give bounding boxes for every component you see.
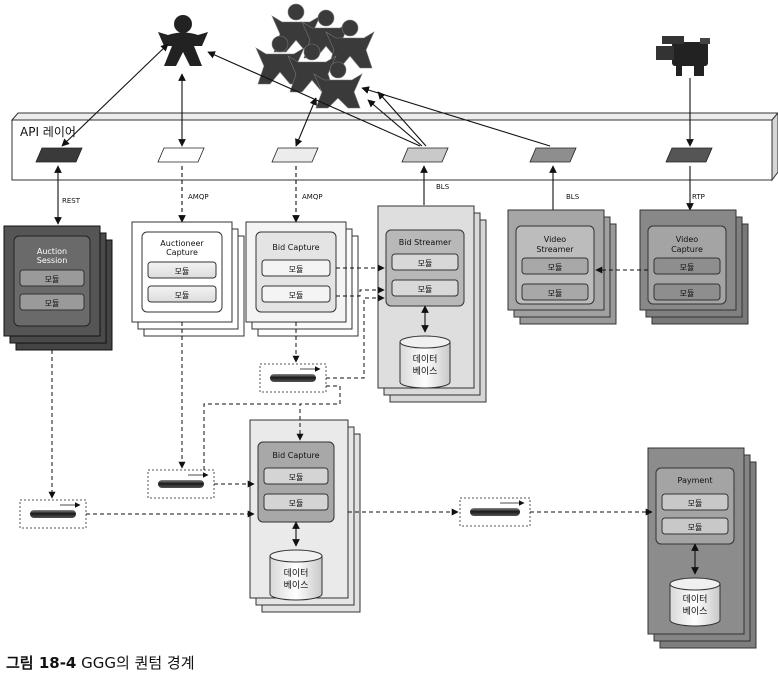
service-name: Bid Streamer	[399, 238, 452, 247]
label-bls-2: BLS	[566, 193, 580, 201]
module-box	[521, 257, 589, 275]
protocol-labels: REST AMQP AMQP BLS BLS RTP	[62, 183, 705, 205]
label-amqp-1: AMQP	[188, 193, 209, 201]
module-box	[263, 493, 329, 511]
service-name: Video	[676, 235, 699, 244]
endpoint-rest	[35, 147, 83, 163]
endpoint-amqp-1	[157, 147, 205, 163]
service-name: Payment	[677, 476, 712, 485]
endpoint-bls-2	[529, 147, 577, 163]
module-label: 모듈	[175, 291, 190, 300]
module-box	[391, 253, 459, 271]
module-box	[147, 261, 217, 279]
figure-number: 그림 18-4	[6, 654, 77, 672]
endpoint-amqp-2	[271, 147, 319, 163]
module-label: 모듈	[548, 289, 563, 298]
module-label: 모듈	[45, 275, 60, 284]
database-icon	[399, 335, 451, 389]
label-amqp-2: AMQP	[302, 193, 323, 201]
module-label: 모듈	[289, 473, 304, 482]
module-label: 모듈	[688, 523, 703, 532]
figure-title: GGG의 퀀텀 경계	[76, 654, 195, 672]
figure-caption: 그림 18-4 GGG의 퀀텀 경계	[6, 652, 195, 673]
module-label: 모듈	[418, 285, 433, 294]
api-layer-label: API 레이어	[20, 125, 76, 139]
label-rest: REST	[62, 197, 81, 205]
module-label: 모듈	[45, 299, 60, 308]
endpoint-rtp	[665, 147, 713, 163]
module-label: 모듈	[688, 499, 703, 508]
module-label: 모듈	[680, 263, 695, 272]
service-auctioneer-capture: Auctioneer Capture 모듈 모듈	[131, 221, 245, 337]
module-box	[653, 283, 721, 301]
module-label: 모듈	[548, 263, 563, 272]
service-name-line2: Session	[37, 256, 68, 265]
database-icon	[669, 577, 721, 627]
video-camera-icon	[656, 36, 710, 76]
service-name: Auctioneer	[160, 239, 204, 248]
service-name: Bid Capture	[272, 243, 319, 252]
module-box	[661, 517, 729, 535]
module-box	[653, 257, 721, 275]
label-bls-1: BLS	[436, 183, 450, 191]
database-icon	[269, 549, 323, 601]
module-label: 모듈	[289, 265, 304, 274]
module-box	[19, 293, 85, 311]
api-endpoints	[35, 147, 713, 163]
module-box	[261, 259, 331, 277]
service-payment: Payment 모듈 모듈 데이터 베이스	[647, 447, 757, 649]
service-name-line2: Streamer	[536, 245, 574, 254]
service-bid-capture-bottom: Bid Capture 모듈 모듈 데이터 베이스	[249, 419, 361, 613]
module-box	[147, 285, 217, 303]
service-name: Auction	[37, 247, 67, 256]
service-video-streamer: Video Streamer 모듈 모듈	[507, 209, 617, 325]
module-box	[263, 467, 329, 485]
service-name-line2: Capture	[166, 248, 198, 257]
database-label: 데이터	[683, 594, 708, 605]
database-label-line2: 베이스	[413, 366, 438, 377]
service-name: Video	[544, 235, 567, 244]
message-pipe	[19, 499, 87, 529]
module-box	[261, 285, 331, 303]
module-box	[19, 269, 85, 287]
database-label-line2: 베이스	[284, 580, 309, 591]
module-label: 모듈	[175, 267, 190, 276]
dashed-flows	[48, 264, 653, 518]
user-arrows	[61, 43, 694, 147]
service-auction-session: Auction Session 모듈 모듈	[3, 225, 113, 351]
module-label: 모듈	[289, 499, 304, 508]
module-box	[521, 283, 589, 301]
message-pipe	[259, 363, 327, 393]
module-box	[391, 279, 459, 297]
database-label: 데이터	[284, 568, 309, 579]
database-label: 데이터	[413, 354, 438, 365]
message-pipe	[147, 469, 215, 499]
module-label: 모듈	[418, 259, 433, 268]
service-name: Bid Capture	[272, 451, 319, 460]
single-user-icon	[158, 15, 208, 66]
module-label: 모듈	[289, 291, 304, 300]
endpoint-bls-1	[401, 147, 449, 163]
service-video-capture: Video Capture 모듈 모듈	[639, 209, 749, 325]
service-bid-capture-top: Bid Capture 모듈 모듈	[245, 221, 359, 337]
service-bid-streamer: Bid Streamer 모듈 모듈 데이터 베이스	[377, 205, 487, 403]
label-rtp: RTP	[692, 193, 705, 201]
module-label: 모듈	[680, 289, 695, 298]
message-pipe	[459, 497, 531, 527]
database-label-line2: 베이스	[683, 606, 708, 617]
service-name-line2: Capture	[671, 245, 703, 254]
module-box	[661, 493, 729, 511]
protocol-links	[54, 165, 694, 225]
user-crowd-icon	[255, 3, 375, 109]
